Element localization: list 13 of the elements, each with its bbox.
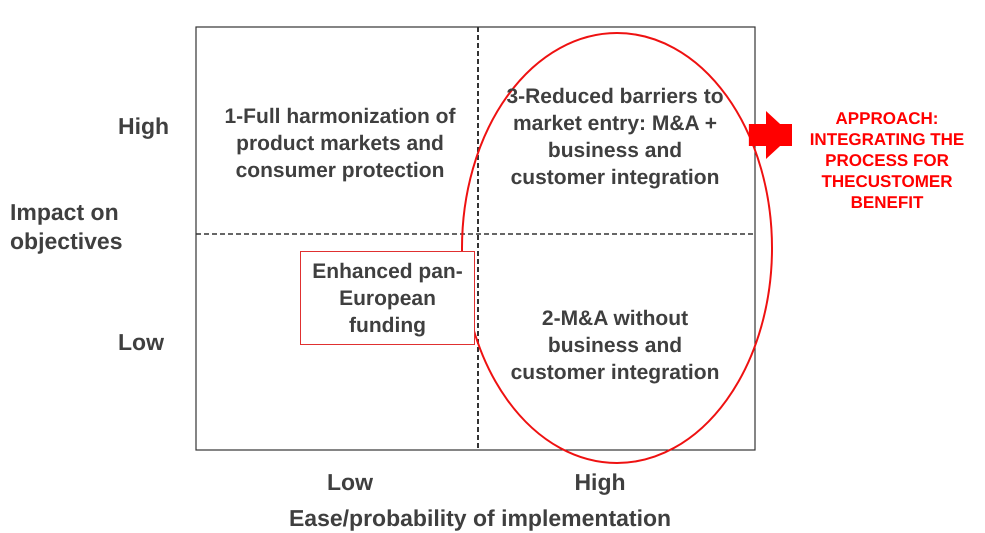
axis-title: Ease/probability of implementation	[288, 504, 672, 533]
quadrant-text: 3-Reduced barriers to market entry: M&A + business and customer integration	[505, 52, 725, 222]
callout-text: APPROACH: INTEGRATING THE PROCESS FOR THECUSTOMER BENEFIT	[792, 88, 982, 233]
highlight-box: Enhanced pan-European funding	[300, 251, 475, 345]
axis-title: Impact on objectives	[10, 198, 124, 256]
block-arrow	[748, 111, 792, 159]
axis-label: Low	[326, 468, 374, 497]
quadrant-text: 1-Full harmonization of product markets and consumer protection	[215, 88, 465, 198]
axis-label: High	[118, 112, 170, 141]
highlight-ellipse	[461, 32, 773, 464]
axis-label: High	[573, 468, 627, 497]
axis-label: Low	[118, 328, 165, 357]
quadrant-text: 2-M&A without business and customer integration	[505, 288, 725, 403]
